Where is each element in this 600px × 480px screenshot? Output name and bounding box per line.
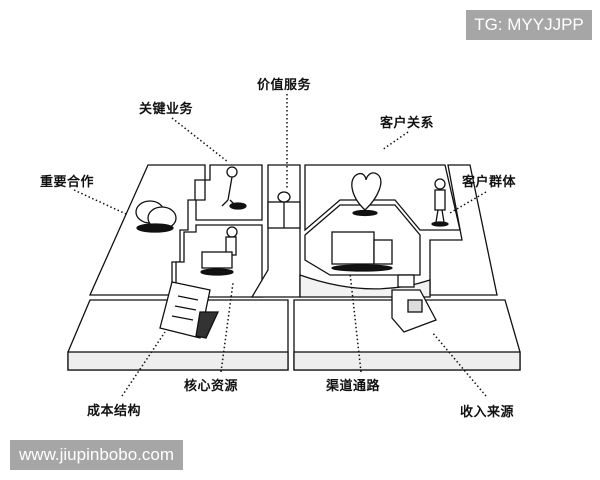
document-icon bbox=[159, 281, 220, 339]
leader-lines bbox=[73, 94, 487, 397]
cost-structure-front bbox=[67, 351, 289, 371]
watermark-top-right: TG: MYYJJPP bbox=[466, 10, 592, 40]
cash-register-icon bbox=[391, 274, 437, 333]
worker-icon bbox=[221, 166, 247, 210]
customer-person-icon bbox=[431, 178, 449, 227]
customer-relationships-block bbox=[304, 164, 461, 232]
watermark-bottom-left: www.jiupinbobo.com bbox=[10, 440, 183, 470]
truck-icon bbox=[331, 231, 393, 272]
gift-box-icon bbox=[267, 191, 301, 229]
label-cost-structure: 成本结构 bbox=[87, 404, 142, 419]
label-customer-segments: 客户群体 bbox=[462, 175, 517, 190]
label-key-resources: 核心资源 bbox=[184, 379, 239, 394]
label-key-activities: 关键业务 bbox=[139, 102, 194, 117]
label-channels: 渠道通路 bbox=[326, 379, 381, 394]
label-key-partners: 重要合作 bbox=[40, 175, 95, 190]
label-value-proposition: 价值服务 bbox=[257, 78, 312, 93]
label-revenue-streams: 收入来源 bbox=[460, 405, 515, 420]
revenue-streams-front bbox=[293, 351, 521, 371]
label-customer-relationships: 客户关系 bbox=[380, 116, 435, 131]
resource-person-icon bbox=[200, 226, 238, 276]
heart-icon bbox=[351, 172, 382, 211]
